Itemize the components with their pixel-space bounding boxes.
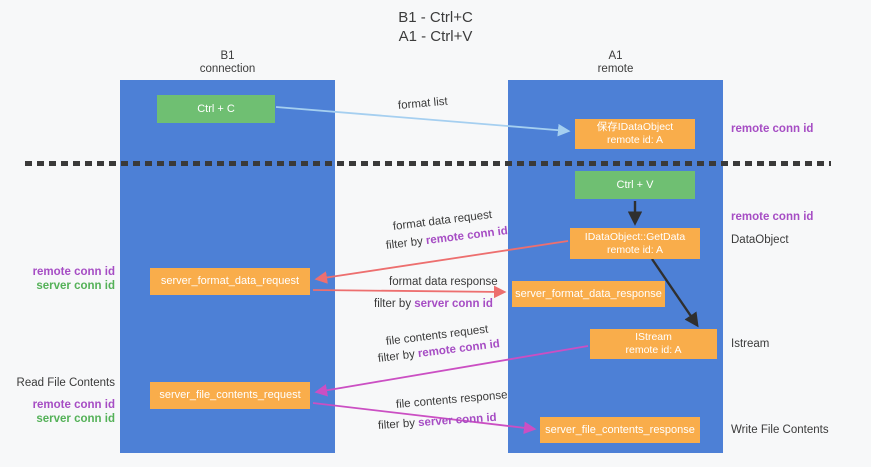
filter-by-prefix: filter by xyxy=(377,348,419,365)
filter-key-server-conn-id: server conn id xyxy=(414,298,493,310)
left-read-file-contents-label: Read File Contents xyxy=(16,377,115,389)
filter-key-remote-conn-id: remote conn id xyxy=(425,225,509,248)
save-dataobject-line1: 保存IDataObject xyxy=(596,121,674,133)
save-dataobject-line2: remote id: A xyxy=(606,134,664,146)
istream-line1: IStream xyxy=(635,331,672,343)
right-dataobject-label: DataObject xyxy=(731,234,789,246)
right-istream-label: Istream xyxy=(731,338,770,350)
filter-by-prefix: filter by xyxy=(377,417,419,432)
istream-box: IStream remote id: A xyxy=(590,329,717,359)
getdata-line1: IDataObject::GetData xyxy=(584,230,686,243)
left-column-name: B1 xyxy=(220,50,235,62)
save-dataobject-box: 保存IDataObject remote id: A xyxy=(575,119,695,149)
left-column-header: B1 connection xyxy=(120,50,335,76)
arrow-format-data-response xyxy=(312,285,507,299)
istream-line2: remote id: A xyxy=(625,344,682,356)
ctrl-c-label: Ctrl + C xyxy=(197,102,235,115)
right-remote-conn-id-top: remote conn id xyxy=(731,123,814,135)
left-remote-conn-id-1: remote conn id xyxy=(32,266,115,278)
file-contents-response-filter-label: filter by server conn id xyxy=(378,412,497,432)
ctrl-v-box: Ctrl + V xyxy=(575,171,695,199)
server-file-contents-request-box: server_file_contents_request xyxy=(150,382,310,409)
diagram-title: B1 - Ctrl+C A1 - Ctrl+V xyxy=(0,8,871,46)
title-line-1: B1 - Ctrl+C xyxy=(398,9,473,26)
left-remote-conn-id-2: remote conn id xyxy=(32,399,115,411)
format-data-response-label: format data response xyxy=(389,276,498,288)
format-data-response-filter-label: filter by server conn id xyxy=(374,298,493,310)
right-column-role: remote xyxy=(597,63,634,75)
dashed-separator xyxy=(25,161,831,166)
left-server-conn-id-2: server conn id xyxy=(36,413,115,425)
right-column-header: A1 remote xyxy=(508,50,723,76)
getdata-box: IDataObject::GetData remote id: A xyxy=(570,228,700,259)
server-file-contents-response-label: server_file_contents_response xyxy=(545,423,695,436)
server-file-contents-response-box: server_file_contents_response xyxy=(540,417,700,443)
ctrl-c-box: Ctrl + C xyxy=(157,95,275,123)
title-line-2: A1 - Ctrl+V xyxy=(398,28,473,45)
server-file-contents-request-label: server_file_contents_request xyxy=(159,389,301,401)
right-remote-conn-id-mid: remote conn id xyxy=(731,211,814,223)
left-server-conn-id-1: server conn id xyxy=(36,280,115,292)
filter-key-server-conn-id: server conn id xyxy=(417,411,498,430)
filter-by-prefix: filter by xyxy=(374,298,415,310)
ctrl-v-label: Ctrl + V xyxy=(616,178,654,191)
right-write-file-contents-label: Write File Contents xyxy=(731,424,829,436)
server-format-data-response-label: server_format_data_response xyxy=(515,287,662,300)
right-column-name: A1 xyxy=(608,50,623,62)
file-contents-response-label: file contents response xyxy=(395,389,508,411)
format-list-label: format list xyxy=(397,95,449,112)
filter-by-prefix: filter by xyxy=(385,235,427,252)
getdata-line2: remote id: A xyxy=(606,243,664,256)
server-format-data-request-label: server_format_data_request xyxy=(160,275,300,287)
server-format-data-request-box: server_format_data_request xyxy=(150,268,310,295)
left-column-role: connection xyxy=(199,63,256,75)
server-format-data-response-box: server_format_data_response xyxy=(512,281,665,307)
